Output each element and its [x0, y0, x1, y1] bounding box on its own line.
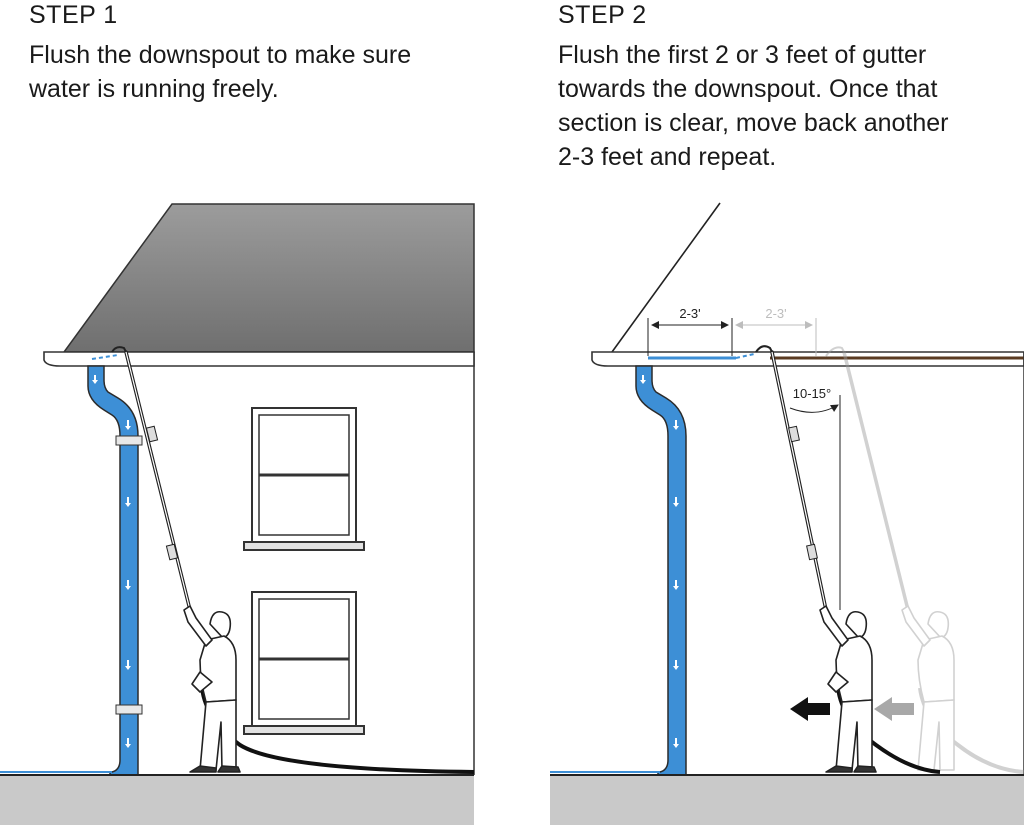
roof: [62, 203, 475, 353]
ghost-person-next-position: [825, 346, 1024, 774]
move-left-arrow-icon: [874, 697, 914, 721]
water-spray: [91, 354, 119, 360]
step2-line: Flush the first 2 or 3 feet of gutter: [558, 41, 927, 69]
ground: [0, 775, 474, 825]
step2-description: Flush the first 2 or 3 feet of gutter to…: [558, 38, 1024, 174]
water-spray: [735, 353, 755, 359]
dimension-first: 2-3': [647, 306, 733, 356]
window-upper: [243, 407, 365, 551]
step1-title: STEP 1: [29, 1, 118, 29]
gutter: [43, 351, 475, 367]
window-lower: [243, 591, 365, 735]
downspout: [635, 365, 687, 776]
angle-label: 10-15°: [793, 386, 831, 401]
panel-step2: 2-3' 2-3' 10-15°: [550, 202, 1024, 825]
person: [819, 605, 877, 773]
step2-line: towards the downspout. Once that: [558, 75, 938, 103]
dimension-second: 2-3': [735, 306, 817, 356]
step2-title: STEP 2: [558, 1, 647, 29]
cleaning-wand: [755, 345, 828, 612]
flow-arrow-icon: [92, 375, 131, 748]
step1-line: Flush the downspout to make sure: [29, 41, 412, 69]
person: [183, 605, 241, 773]
step2-text: STEP 2 Flush the first 2 or 3 feet of gu…: [558, 0, 1024, 174]
downspout-bracket: [115, 704, 143, 715]
dimension-label: 2-3': [765, 306, 786, 321]
step1-line: water is running freely.: [29, 75, 279, 103]
cleaning-wand: [111, 346, 192, 612]
downspout-bracket: [115, 435, 143, 446]
ground: [550, 775, 1024, 825]
panel-step1: [0, 203, 475, 825]
move-left-arrow-icon: [790, 697, 830, 721]
step2-line: section is clear, move back another: [558, 109, 949, 137]
step1-text: STEP 1 Flush the downspout to make sure …: [29, 0, 499, 106]
roof-edge: [611, 202, 721, 353]
angle-annotation: 10-15°: [789, 386, 841, 610]
dimension-label: 2-3': [679, 306, 700, 321]
flow-arrow-icon: [640, 375, 679, 748]
step1-description: Flush the downspout to make sure water i…: [29, 38, 499, 106]
step2-line: 2-3 feet and repeat.: [558, 143, 777, 171]
downspout: [87, 365, 139, 776]
